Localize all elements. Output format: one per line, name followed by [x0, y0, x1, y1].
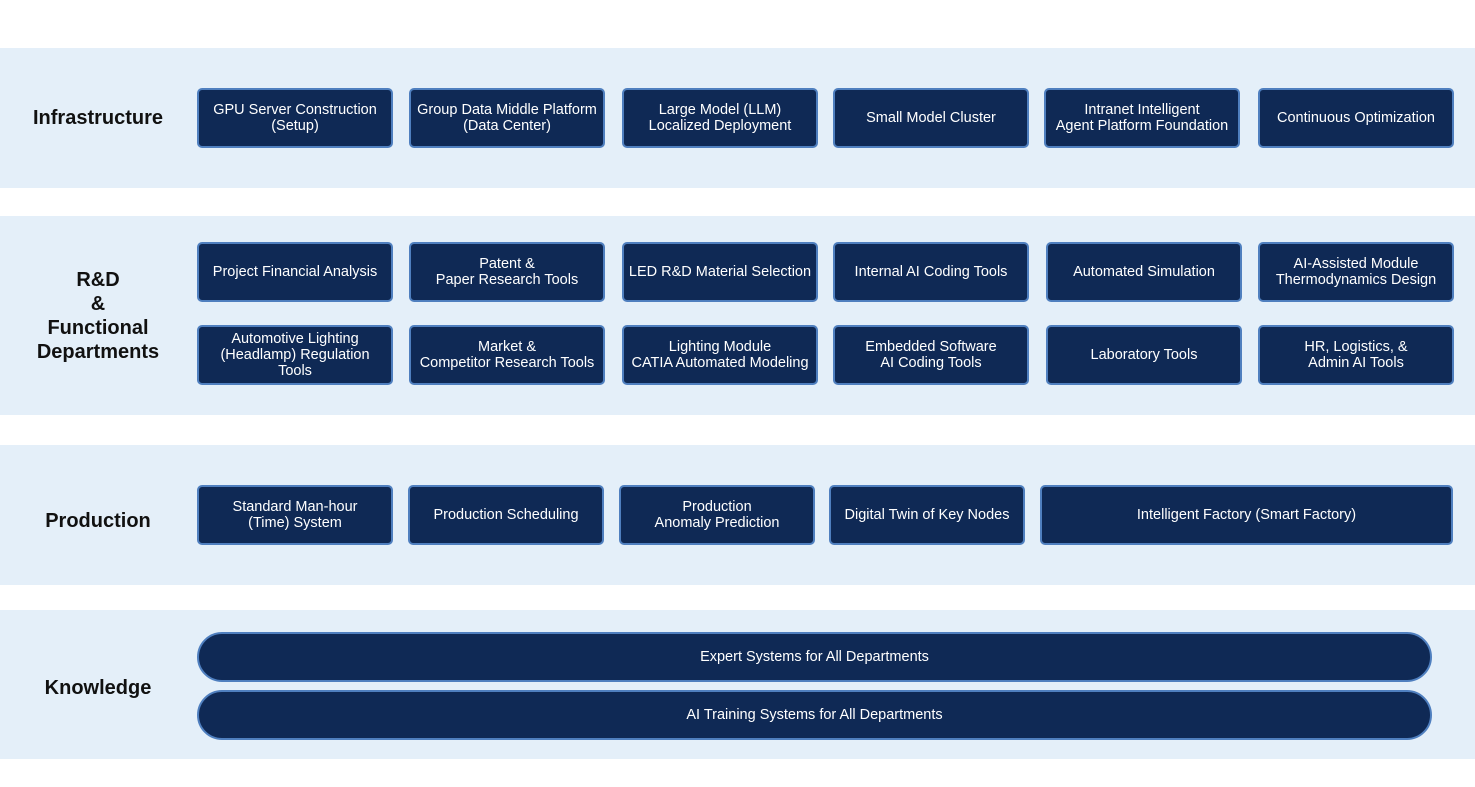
market-competitor-research-box: Market & Competitor Research Tools [409, 325, 605, 385]
continuous-optimization-box: Continuous Optimization [1258, 88, 1454, 148]
knowledge-label: Knowledge [44, 677, 152, 699]
rnd-label: R&D & Functional Departments [36, 268, 160, 363]
knowledge-band: Knowledge Expert Systems for All Departm… [0, 610, 1475, 759]
patent-paper-research-box: Patent & Paper Research Tools [409, 242, 605, 302]
laboratory-tools-box: Laboratory Tools [1046, 325, 1242, 385]
production-scheduling-box: Production Scheduling [408, 485, 604, 545]
anomaly-prediction-box: Production Anomaly Prediction [619, 485, 815, 545]
headlamp-regulation-box: Automotive Lighting (Headlamp) Regulatio… [197, 325, 393, 385]
smart-factory-box: Intelligent Factory (Smart Factory) [1040, 485, 1453, 545]
thermodynamics-design-box: AI-Assisted Module Thermodynamics Design [1258, 242, 1454, 302]
gpu-server-construction-box: GPU Server Construction (Setup) [197, 88, 393, 148]
catia-modeling-box: Lighting Module CATIA Automated Modeling [622, 325, 818, 385]
production-label: Production [45, 510, 151, 532]
hr-logistics-admin-box: HR, Logistics, & Admin AI Tools [1258, 325, 1454, 385]
led-material-selection-box: LED R&D Material Selection [622, 242, 818, 302]
internal-ai-coding-box: Internal AI Coding Tools [833, 242, 1029, 302]
ai-training-systems-bar: AI Training Systems for All Departments [197, 690, 1432, 740]
infrastructure-band: Infrastructure GPU Server Construction (… [0, 48, 1475, 188]
small-model-cluster-box: Small Model Cluster [833, 88, 1029, 148]
production-band: Production Standard Man-hour (Time) Syst… [0, 445, 1475, 585]
project-financial-analysis-box: Project Financial Analysis [197, 242, 393, 302]
group-data-middle-platform-box: Group Data Middle Platform (Data Center) [409, 88, 605, 148]
intranet-agent-platform-box: Intranet Intelligent Agent Platform Foun… [1044, 88, 1240, 148]
standard-man-hour-box: Standard Man-hour (Time) System [197, 485, 393, 545]
automated-simulation-box: Automated Simulation [1046, 242, 1242, 302]
embedded-software-coding-box: Embedded Software AI Coding Tools [833, 325, 1029, 385]
infrastructure-label: Infrastructure [32, 107, 164, 129]
rnd-band: R&D & Functional Departments Project Fin… [0, 216, 1475, 415]
digital-twin-box: Digital Twin of Key Nodes [829, 485, 1025, 545]
expert-systems-bar: Expert Systems for All Departments [197, 632, 1432, 682]
llm-localized-deployment-box: Large Model (LLM) Localized Deployment [622, 88, 818, 148]
